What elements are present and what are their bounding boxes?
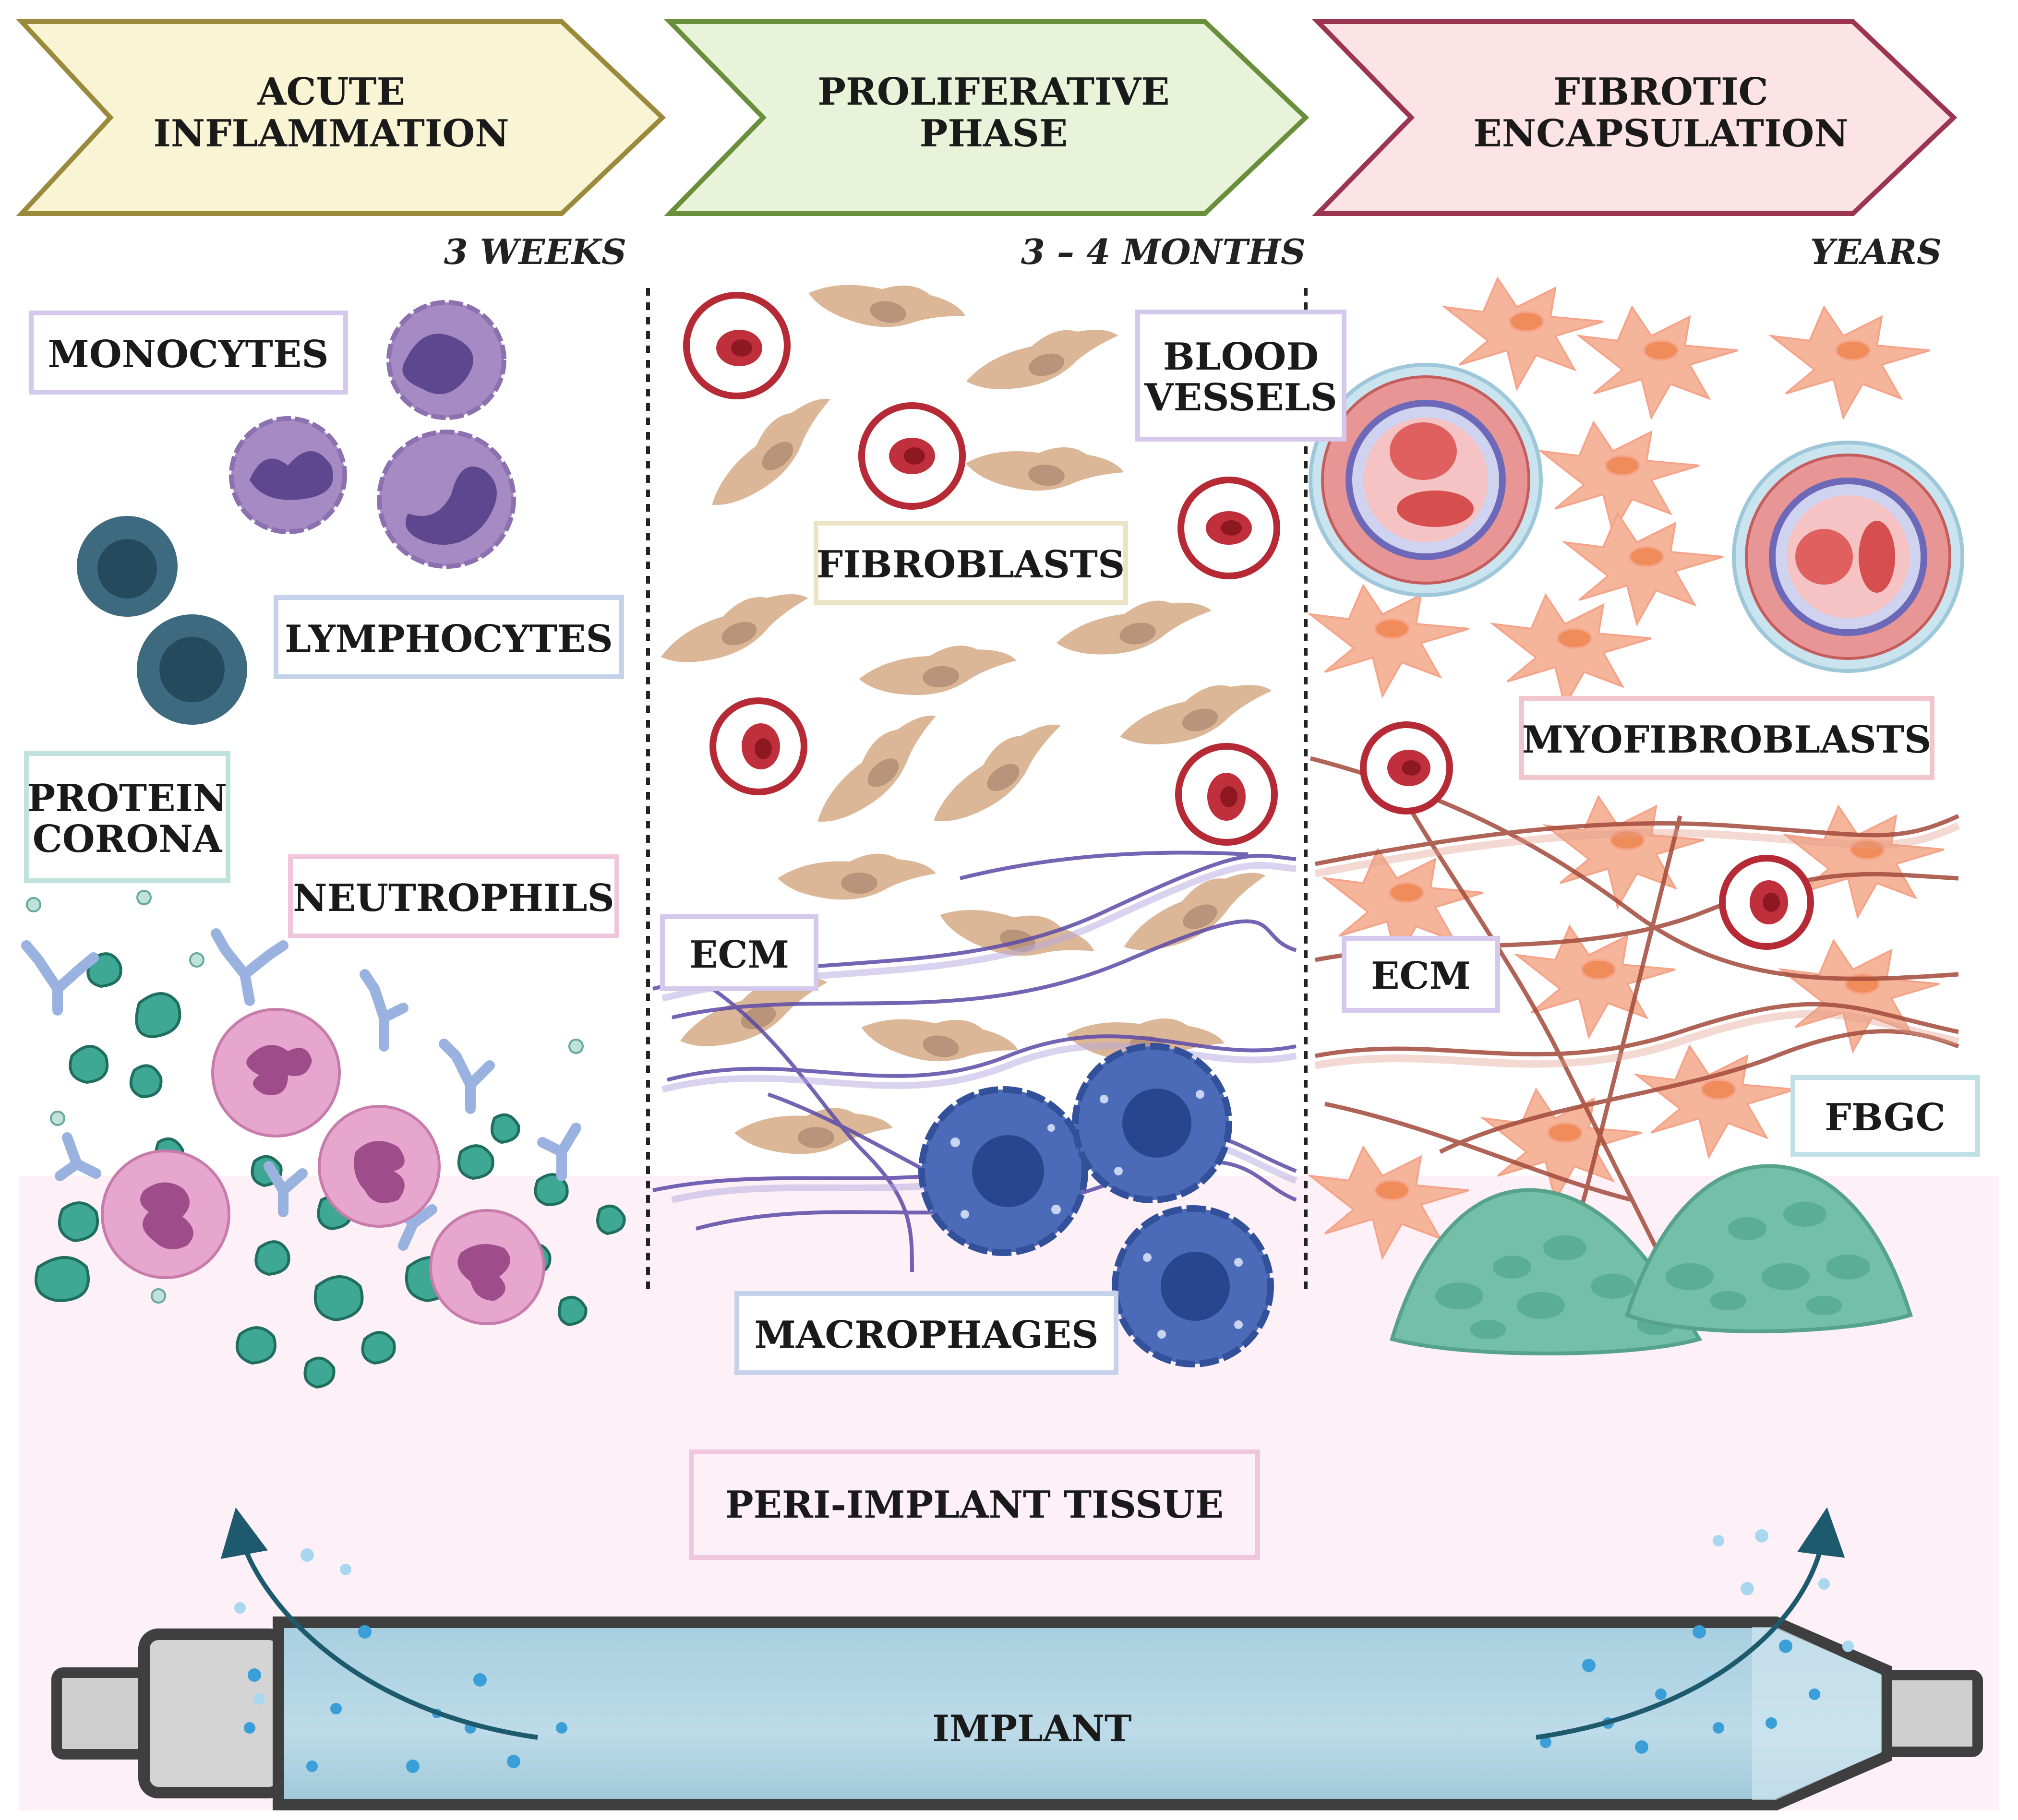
- neutrophil-cell: [429, 1209, 545, 1325]
- phase-1-title-line2: INFLAMMATION: [153, 112, 509, 156]
- neutrophil-cell: [101, 1149, 230, 1279]
- label-myofibroblasts-text: MYOFIBROBLASTS: [1522, 718, 1932, 762]
- macrophage-cell: [918, 1086, 1088, 1256]
- label-fibroblasts: FIBROBLASTS: [814, 521, 1128, 605]
- phase-2-title-line1: PROLIFERATIVE: [817, 70, 1169, 114]
- label-peri-implant-tissue-text: PERI-IMPLANT TISSUE: [725, 1483, 1224, 1527]
- myofibroblast-cells: [1307, 276, 1945, 1260]
- red-blood-cell: [1360, 721, 1453, 814]
- red-blood-cell: [1719, 855, 1814, 950]
- macrophage-cell: [1112, 1205, 1274, 1367]
- monocyte-cells: [229, 300, 516, 569]
- monocyte-cell: [386, 300, 506, 420]
- duration-proliferative: 3 – 4 MONTHS: [1021, 231, 1306, 272]
- drug-release-particles-light: [234, 1529, 1854, 1705]
- label-blood-vessels-line2: VESSELS: [1144, 376, 1337, 419]
- phase-1-title-line1: ACUTE: [257, 70, 405, 114]
- implant-right-cap: [1881, 1670, 1983, 1757]
- monocyte-cell: [377, 430, 516, 569]
- duration-fibrotic: YEARS: [1810, 231, 1942, 272]
- blood-vessel: [1732, 441, 1964, 673]
- lymphocyte-cells: [77, 516, 247, 725]
- lymphocyte-cell: [137, 614, 247, 725]
- neutrophil-cell: [211, 1008, 341, 1138]
- blood-vessels-large: [1309, 363, 1964, 673]
- phase-arrow-acute-inflammation: ACUTE INFLAMMATION: [16, 19, 666, 216]
- phase-3-title-line2: ENCAPSULATION: [1473, 112, 1848, 156]
- macrophage-cell: [1072, 1043, 1232, 1203]
- label-lymphocytes: LYMPHOCYTES: [274, 595, 624, 679]
- neutrophil-cells: [101, 1008, 545, 1325]
- label-ecm-middle-text: ECM: [689, 933, 789, 977]
- release-arrow-left: [220, 1507, 538, 1740]
- duration-acute: 3 WEEKS: [444, 231, 626, 272]
- label-protein-corona-line2: CORONA: [33, 817, 223, 861]
- label-myofibroblasts: MYOFIBROBLASTS: [1519, 696, 1934, 780]
- fibroblast-cells: [661, 285, 1272, 1154]
- monocyte-cell: [229, 416, 347, 534]
- implant-label: IMPLANT: [932, 1707, 1131, 1750]
- macrophage-cells: [918, 1043, 1274, 1367]
- phase-arrow-fibrotic-encapsulation: FIBROTIC ENCAPSULATION: [1312, 19, 1958, 216]
- label-ecm-right: ECM: [1342, 936, 1500, 1013]
- implant-body: [273, 1616, 1892, 1810]
- label-ecm-middle: ECM: [660, 914, 818, 991]
- label-macrophages-text: MACROPHAGES: [755, 1313, 1099, 1357]
- implant-left-connector: [138, 1628, 289, 1798]
- label-blood-vessels-line1: BLOOD: [1163, 335, 1319, 379]
- label-lymphocytes-text: LYMPHOCYTES: [285, 617, 613, 661]
- red-blood-cell: [1175, 743, 1278, 846]
- red-blood-cells-right: [1360, 721, 1814, 950]
- label-fibroblasts-text: FIBROBLASTS: [817, 543, 1125, 587]
- fbgc-cell: [1390, 1188, 1703, 1355]
- label-peri-implant-tissue: PERI-IMPLANT TISSUE: [689, 1449, 1260, 1560]
- antibody-icons: [21, 928, 581, 1251]
- label-protein-corona-line1: PROTEIN: [27, 777, 228, 820]
- phase-3-title-line1: FIBROTIC: [1553, 70, 1768, 114]
- label-monocytes: MONOCYTES: [29, 311, 348, 395]
- fbgc-cell: [1625, 1164, 1913, 1333]
- drug-release-particles: [244, 1625, 1820, 1773]
- ecm-fibers-right-light: [1314, 822, 1960, 1069]
- label-ecm-right-text: ECM: [1371, 954, 1471, 998]
- red-blood-cell: [1177, 477, 1280, 579]
- label-blood-vessels: BLOOD VESSELS: [1135, 310, 1346, 442]
- implant-right-taper: [1752, 1627, 1882, 1800]
- label-neutrophils-text: NEUTROPHILS: [293, 876, 614, 920]
- label-neutrophils: NEUTROPHILS: [288, 854, 619, 938]
- label-fbgc-text: FBGC: [1825, 1096, 1945, 1139]
- lymphocyte-cell: [77, 516, 178, 617]
- red-blood-cell: [858, 402, 966, 510]
- red-blood-cell: [683, 292, 791, 399]
- phase-2-title-line2: PHASE: [920, 112, 1068, 156]
- release-arrow-right: [1536, 1507, 1845, 1740]
- label-macrophages: MACROPHAGES: [734, 1291, 1118, 1375]
- red-blood-cells-middle: [683, 292, 1280, 846]
- red-blood-cell: [709, 697, 807, 795]
- phase-arrow-proliferative-phase: PROLIFERATIVE PHASE: [664, 19, 1309, 216]
- implant-device: IMPLANT: [51, 1616, 1983, 1810]
- label-monocytes-text: MONOCYTES: [48, 333, 328, 376]
- label-protein-corona: PROTEIN CORONA: [24, 751, 230, 883]
- fbgc-cells: [1390, 1164, 1913, 1355]
- label-fbgc: FBGC: [1790, 1075, 1980, 1157]
- protein-corona-small-beads: [26, 890, 584, 1304]
- blood-vessel: [1309, 363, 1543, 597]
- neutrophil-cell: [318, 1105, 441, 1228]
